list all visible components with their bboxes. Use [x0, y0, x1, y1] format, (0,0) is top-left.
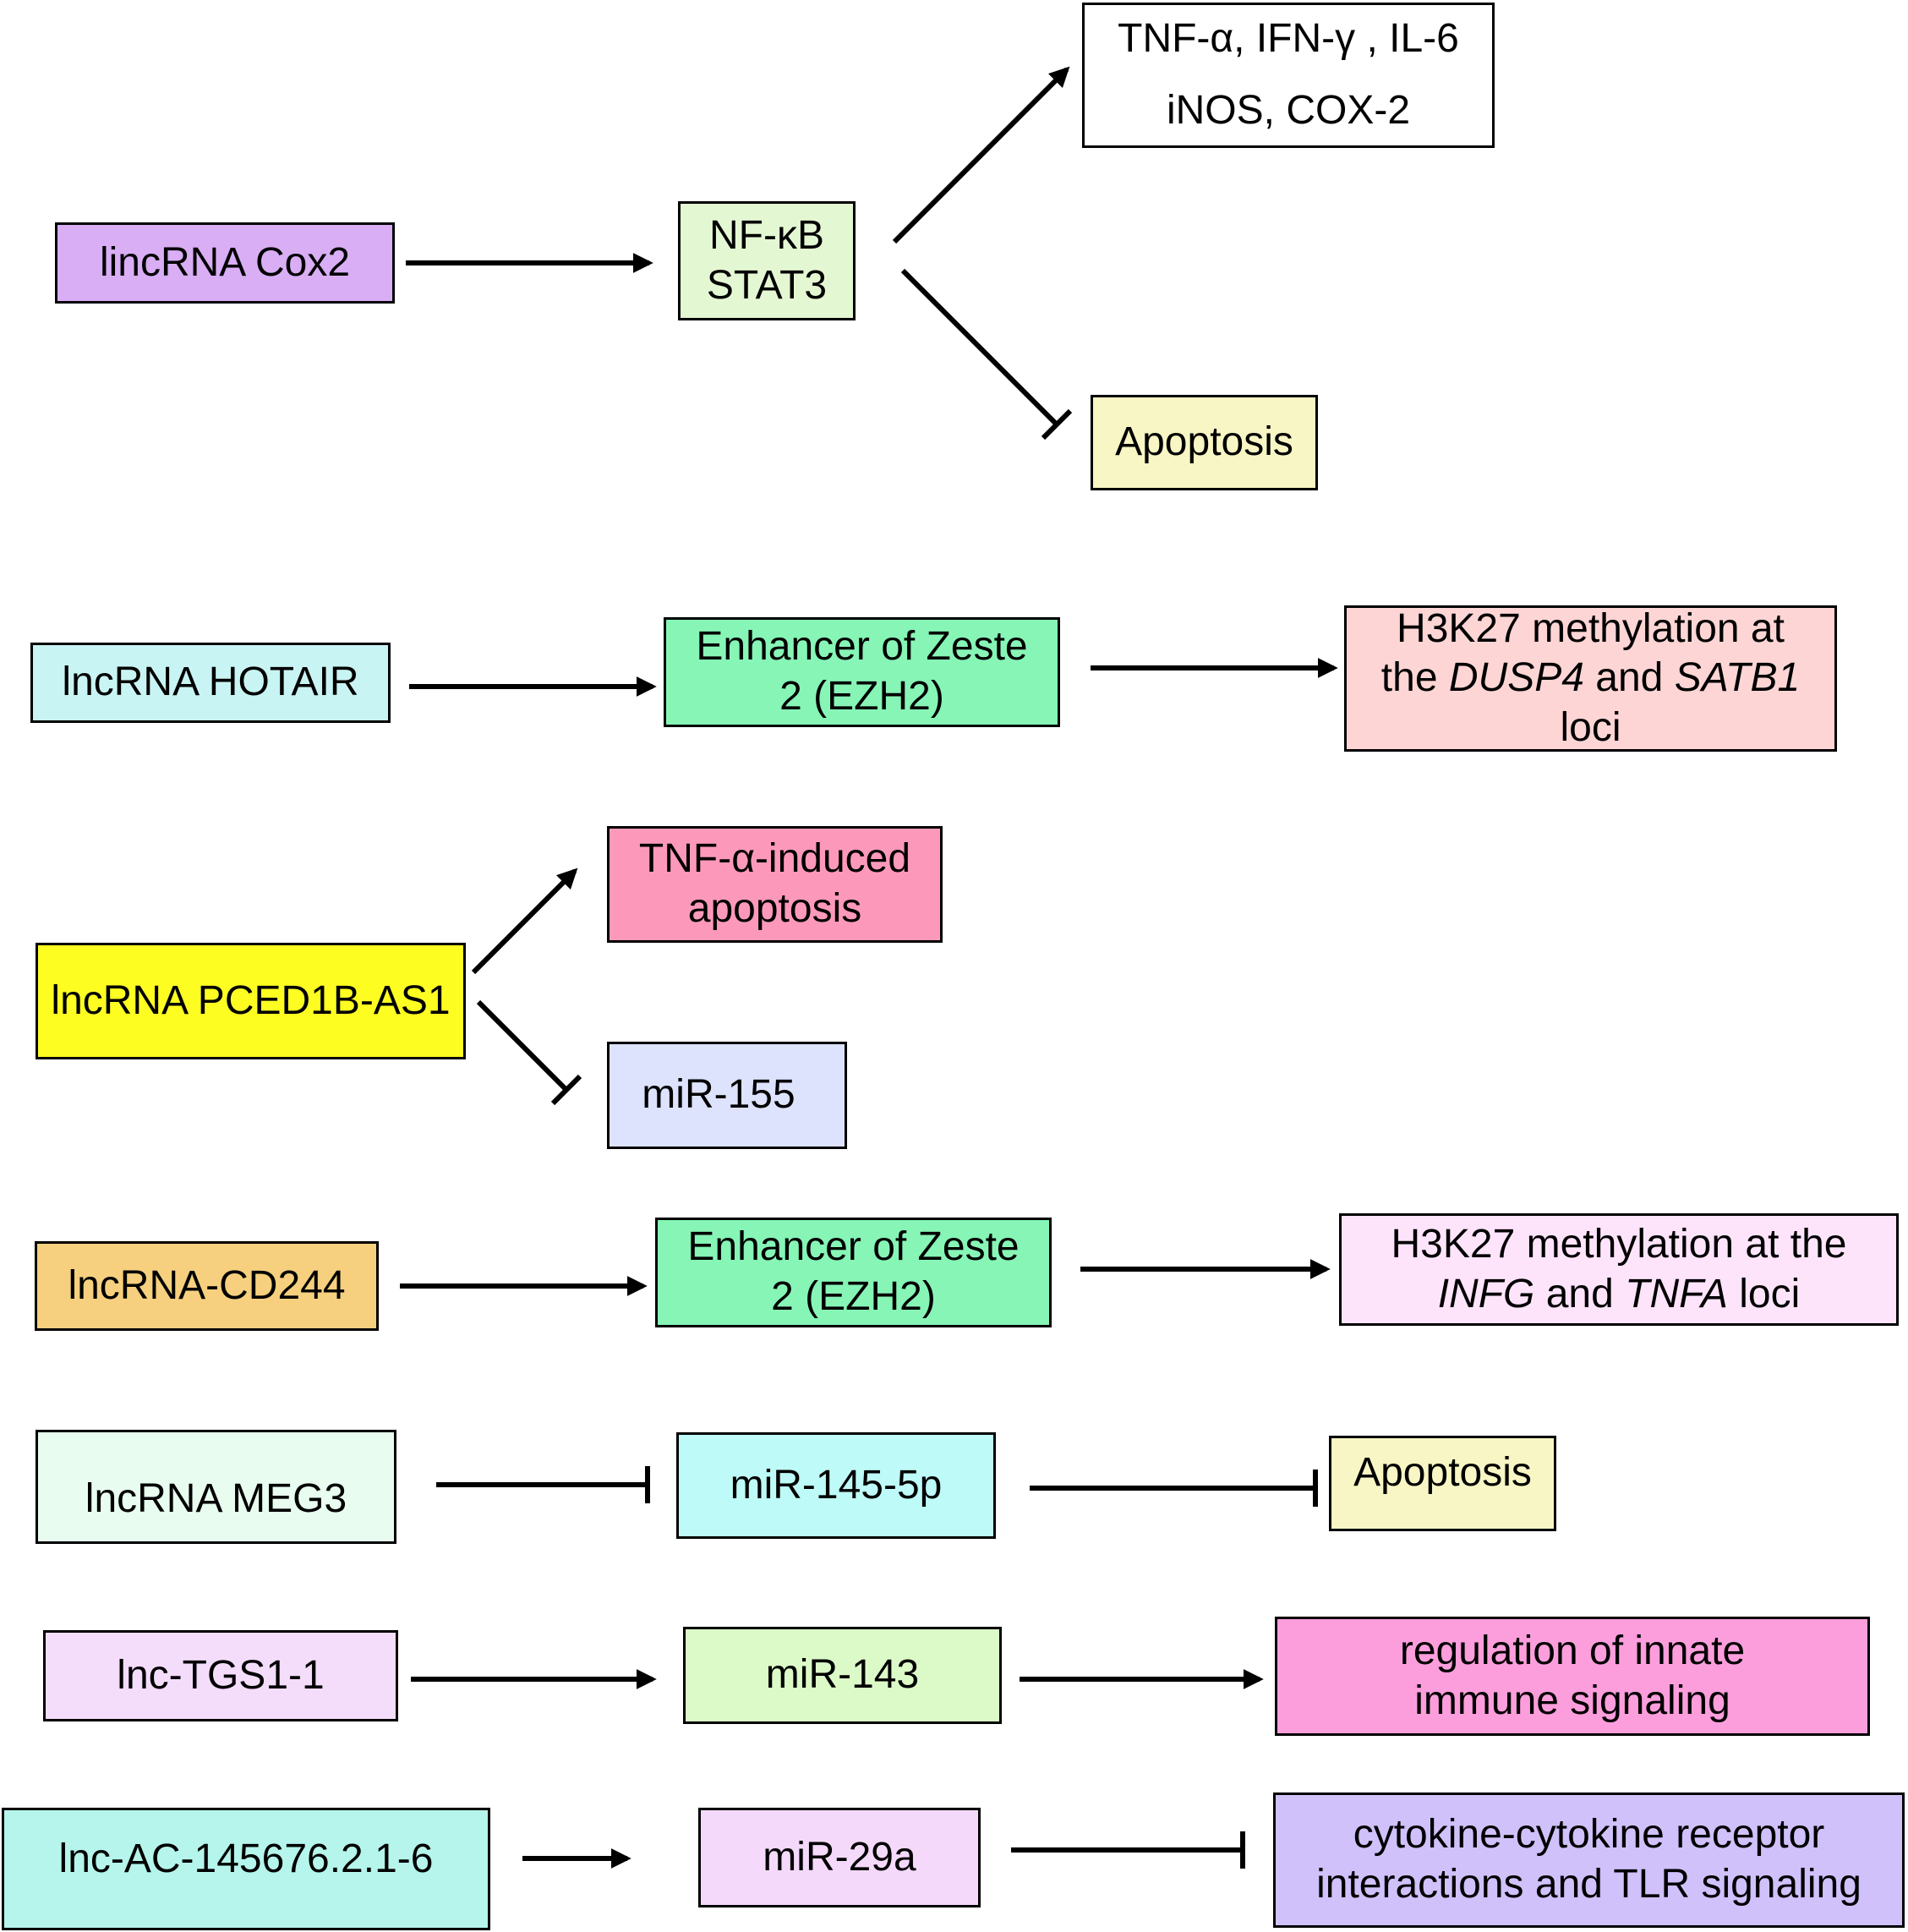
node-label: INFG and TNFA loci: [1437, 1271, 1801, 1316]
node-mir-145-5p: miR-145-5p: [676, 1432, 996, 1539]
node-label: NF-κB: [709, 212, 824, 258]
node-tnf-induced-apoptosis: TNF-α-induced apoptosis: [607, 826, 943, 943]
node-lncrna-cd244: lncRNA-CD244: [35, 1241, 379, 1331]
node-nfkb-stat3: NF-κB STAT3: [678, 201, 856, 320]
gene-name: SATB1: [1674, 655, 1801, 701]
node-label: regulation of innate: [1399, 1628, 1746, 1673]
node-label: TNF-α, IFN-γ , IL-6: [1118, 16, 1459, 62]
node-label: interactions and TLR signaling: [1316, 1862, 1862, 1907]
node-cytokines: TNF-α, IFN-γ , IL-6 iNOS, COX-2: [1082, 3, 1495, 148]
node-label: cytokine-cytokine receptor: [1353, 1812, 1825, 1858]
node-label: loci: [1560, 704, 1621, 750]
node-label: miR-143: [765, 1652, 920, 1698]
node-label: lncRNA-CD244: [68, 1262, 346, 1308]
inhibition-bar: [1041, 408, 1073, 441]
activation-arrow: [892, 66, 1070, 244]
node-label: the DUSP4 and SATB1: [1380, 655, 1801, 701]
node-label: Enhancer of Zeste: [687, 1224, 1020, 1270]
node-label: miR-29a: [763, 1834, 916, 1880]
node-label: STAT3: [706, 262, 828, 308]
node-label: lnc-AC-145676.2.1-6: [58, 1836, 434, 1882]
node-ezh2-1: Enhancer of Zeste 2 (EZH2): [664, 617, 1060, 727]
node-label: H3K27 methylation at the: [1391, 1221, 1847, 1267]
node-lncrna-pced1b-as1: lncRNA PCED1B-AS1: [36, 943, 466, 1059]
node-apoptosis-2: Apoptosis: [1329, 1436, 1556, 1531]
node-innate-immune-signaling: regulation of innate immune signaling: [1275, 1617, 1870, 1736]
gene-name: DUSP4: [1448, 655, 1584, 701]
inhibition-line: [900, 268, 1059, 427]
node-label: lnc-TGS1-1: [117, 1652, 325, 1698]
node-label: Enhancer of Zeste: [696, 624, 1028, 670]
inhibition-line: [476, 999, 569, 1092]
node-label: miR-155: [642, 1072, 795, 1118]
node-label: immune signaling: [1414, 1678, 1730, 1723]
node-mir-29a: miR-29a: [698, 1808, 981, 1907]
node-label: miR-145-5p: [730, 1462, 943, 1508]
gene-name: INFG: [1437, 1271, 1535, 1316]
node-lnc-tgs1-1: lnc-TGS1-1: [43, 1630, 398, 1721]
node-lncrna-hotair: lncRNA HOTAIR: [30, 643, 391, 723]
node-lncrna-meg3: lncRNA MEG3: [36, 1430, 396, 1544]
node-mir-155: miR-155: [607, 1042, 847, 1149]
node-label: Apoptosis: [1115, 419, 1293, 465]
node-lnc-ac-145676: lnc-AC-145676.2.1-6: [2, 1808, 490, 1930]
node-label: 2 (EZH2): [771, 1274, 936, 1319]
node-label: TNF-α-induced: [638, 836, 911, 882]
node-label: lncRNA MEG3: [85, 1476, 347, 1522]
node-label: lncRNA HOTAIR: [62, 660, 359, 705]
node-h3k27-infg-tnfa: H3K27 methylation at the INFG and TNFA l…: [1339, 1213, 1899, 1326]
gene-name: TNFA: [1625, 1271, 1728, 1316]
node-label: lncRNA PCED1B-AS1: [51, 977, 451, 1023]
node-lincrna-cox2: lincRNA Cox2: [55, 222, 395, 304]
activation-arrow: [471, 867, 578, 975]
node-label: iNOS, COX-2: [1166, 88, 1411, 133]
inhibition-bar: [550, 1074, 582, 1106]
node-label: apoptosis: [687, 886, 862, 931]
node-label: 2 (EZH2): [779, 674, 944, 719]
node-cytokine-receptor-tlr: cytokine-cytokine receptor interactions …: [1273, 1792, 1905, 1928]
node-label: Apoptosis: [1353, 1450, 1532, 1496]
node-h3k27-dusp4-satb1: H3K27 methylation at the DUSP4 and SATB1…: [1344, 605, 1837, 752]
node-apoptosis-1: Apoptosis: [1091, 395, 1318, 490]
node-label: lincRNA Cox2: [99, 239, 351, 285]
node-ezh2-2: Enhancer of Zeste 2 (EZH2): [655, 1218, 1052, 1327]
node-label: H3K27 methylation at: [1397, 605, 1785, 651]
node-mir-143: miR-143: [683, 1627, 1002, 1724]
